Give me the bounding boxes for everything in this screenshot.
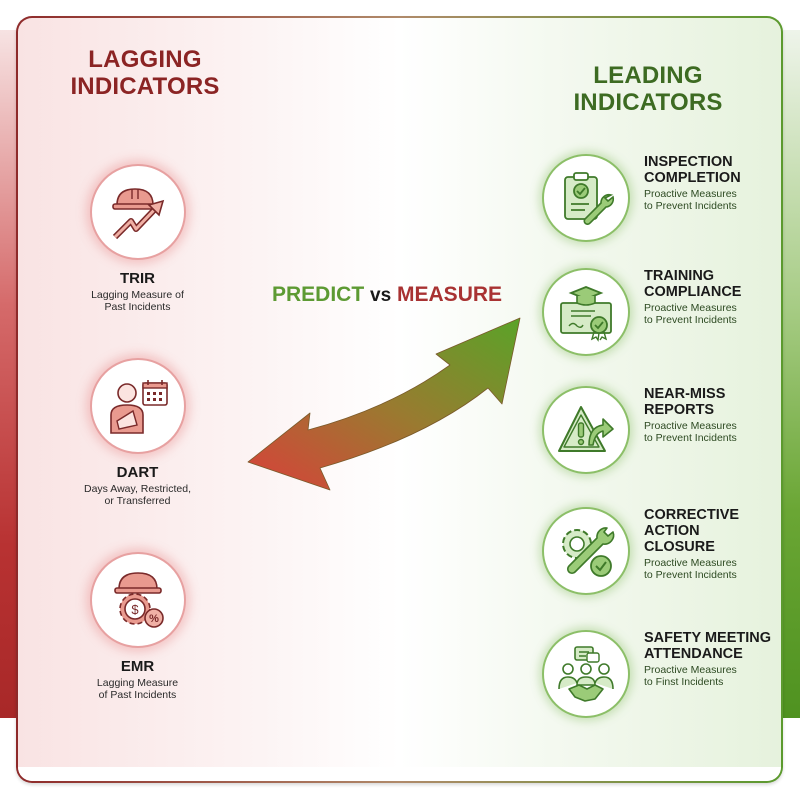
- desc-line: to Finst Incidents: [644, 676, 724, 688]
- indicator-description: Lagging Measure of Past Incidents: [70, 677, 205, 701]
- indicator-title: SAFETY MEETING ATTENDANCE: [644, 630, 771, 662]
- title-line: COMPLETION: [644, 170, 741, 186]
- leading-item-near-miss-reports: NEAR-MISS REPORTS Proactive Measures to …: [542, 386, 782, 474]
- title-line: SAFETY MEETING: [644, 630, 772, 646]
- indicator-title: CORRECTIVE ACTION CLOSURE: [644, 507, 739, 555]
- indicator-title: EMR: [120, 658, 155, 675]
- lagging-indicators-heading: LAGGING INDICATORS: [60, 46, 230, 100]
- card-footer-strip: [18, 767, 781, 781]
- icon-circle: [542, 630, 630, 718]
- indicator-description: Proactive Measures to Prevent Incidents: [644, 420, 737, 444]
- indicator-title: INSPECTION COMPLETION: [644, 154, 741, 186]
- indicator-title: TRIR: [120, 270, 155, 287]
- desc-line: Days Away, Restricted,: [84, 483, 191, 495]
- desc-line: or Transferred: [104, 495, 171, 507]
- title-line: TRAINING: [644, 268, 715, 284]
- double-headed-arrow-icon: [247, 317, 521, 491]
- svg-text:%: %: [149, 613, 159, 625]
- indicator-text: INSPECTION COMPLETION Proactive Measures…: [644, 154, 741, 212]
- lagging-item-trir: TRIR Lagging Measure of Past Incidents: [70, 164, 205, 313]
- desc-line: Proactive Measures: [644, 664, 737, 676]
- desc-line: Proactive Measures: [644, 302, 737, 314]
- desc-line: to Prevent Incidents: [644, 569, 737, 581]
- certificate-graduation-icon: [560, 286, 612, 342]
- indicator-description: Lagging Measure of Past Incidents: [70, 289, 205, 313]
- title-line: CLOSURE: [644, 539, 715, 555]
- indicator-text: CORRECTIVE ACTION CLOSURE Proactive Meas…: [644, 507, 739, 581]
- icon-circle: [542, 154, 630, 242]
- title-line: NEAR-MISS: [644, 386, 726, 402]
- indicator-description: Proactive Measures to Prevent Incidents: [644, 557, 739, 581]
- indicator-description: Proactive Measures to Finst Incidents: [644, 664, 771, 688]
- right-green-edge: [783, 30, 800, 718]
- desc-line: Lagging Measure of: [91, 289, 184, 301]
- indicator-text: NEAR-MISS REPORTS Proactive Measures to …: [644, 386, 737, 444]
- vs-text: vs: [370, 285, 392, 306]
- desc-line: Proactive Measures: [644, 420, 737, 432]
- indicator-text: TRAINING COMPLIANCE Proactive Measures t…: [644, 268, 741, 326]
- indicator-title: TRAINING COMPLIANCE: [644, 268, 741, 300]
- lagging-item-dart: DART Days Away, Restricted, or Transferr…: [70, 358, 205, 507]
- leading-indicators-heading: LEADING INDICATORS: [548, 62, 748, 116]
- predict-text: PREDICT: [272, 283, 365, 306]
- indicator-title: DART: [116, 464, 159, 481]
- heading-line: LAGGING: [88, 46, 202, 73]
- desc-line: of Past Incidents: [98, 689, 177, 701]
- warning-triangle-arrow-icon: [558, 406, 614, 452]
- icon-circle: [542, 268, 630, 356]
- left-red-edge: [0, 30, 17, 718]
- leading-item-training-compliance: TRAINING COMPLIANCE Proactive Measures t…: [542, 268, 782, 356]
- desc-line: to Prevent Incidents: [644, 314, 737, 326]
- measure-text: MEASURE: [397, 283, 503, 306]
- title-line: ATTENDANCE: [644, 646, 743, 662]
- clipboard-wrench-icon: [564, 172, 615, 225]
- desc-line: Lagging Measure: [96, 677, 179, 689]
- lagging-item-emr: $ % EMR Lagging Measure of Past Incident…: [70, 552, 205, 701]
- heading-line: LEADING: [593, 62, 703, 89]
- svg-text:$: $: [131, 602, 139, 617]
- indicator-description: Proactive Measures to Prevent Incidents: [644, 188, 741, 212]
- title-line: ACTION: [644, 523, 700, 539]
- icon-circle: [542, 507, 630, 595]
- desc-line: Proactive Measures: [644, 557, 737, 569]
- gear-wrench-check-icon: [562, 527, 615, 577]
- icon-circle: [89, 164, 186, 260]
- indicator-text: SAFETY MEETING ATTENDANCE Proactive Meas…: [644, 630, 771, 688]
- indicator-description: Days Away, Restricted, or Transferred: [70, 483, 205, 507]
- title-line: INSPECTION: [644, 154, 733, 170]
- title-line: REPORTS: [644, 402, 715, 418]
- desc-line: Past Incidents: [104, 301, 171, 313]
- leading-item-corrective-action-closure: CORRECTIVE ACTION CLOSURE Proactive Meas…: [542, 507, 782, 595]
- leading-item-safety-meeting-attendance: SAFETY MEETING ATTENDANCE Proactive Meas…: [542, 630, 782, 718]
- desc-line: Proactive Measures: [644, 188, 737, 200]
- indicator-title: NEAR-MISS REPORTS: [644, 386, 737, 418]
- icon-circle: [89, 358, 186, 454]
- leading-item-inspection-completion: INSPECTION COMPLETION Proactive Measures…: [542, 154, 782, 242]
- desc-line: to Prevent Incidents: [644, 432, 737, 444]
- icon-circle: [542, 386, 630, 474]
- title-line: CORRECTIVE: [644, 507, 740, 523]
- hardhat-trend-up-icon: [111, 188, 164, 240]
- meeting-handshake-icon: [558, 646, 614, 702]
- predict-vs-measure-label: PREDICT vs MEASURE: [272, 283, 502, 307]
- heading-line: INDICATORS: [573, 89, 723, 116]
- hardhat-gear-cost-icon: $ %: [113, 572, 164, 628]
- heading-line: INDICATORS: [70, 73, 220, 100]
- title-line: COMPLIANCE: [644, 284, 742, 300]
- desc-line: to Prevent Incidents: [644, 200, 737, 212]
- icon-circle: $ %: [89, 552, 186, 648]
- indicator-description: Proactive Measures to Prevent Incidents: [644, 302, 741, 326]
- injured-worker-calendar-icon: [109, 380, 168, 434]
